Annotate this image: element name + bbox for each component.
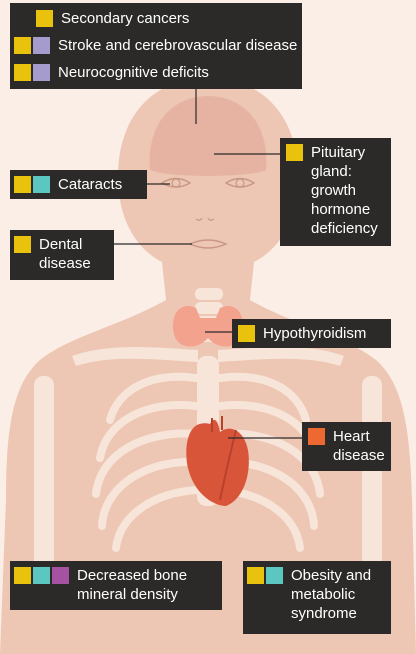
label-text: Obesity and metabolic syndrome: [291, 566, 371, 623]
lavender-square-icon: [33, 37, 50, 54]
label-text: Pituitary gland: growth hormone deficien…: [311, 143, 378, 238]
label-text: Dental disease: [39, 235, 91, 273]
label-text: Neurocognitive deficits: [58, 63, 209, 82]
label-text: Stroke and cerebrovascular disease: [58, 36, 297, 55]
label-secondary-cancers: Secondary cancers: [36, 5, 302, 32]
gold-square-icon: [238, 325, 255, 342]
label-dental: Dental disease: [10, 230, 114, 280]
gold-square-icon: [14, 567, 31, 584]
label-heart: Heart disease: [302, 422, 391, 471]
label-hypothyroidism: Hypothyroidism: [232, 319, 391, 348]
gold-square-icon: [14, 176, 31, 193]
gold-square-icon: [286, 144, 303, 161]
gold-square-icon: [36, 10, 53, 27]
label-pituitary: Pituitary gland: growth hormone deficien…: [280, 138, 391, 246]
gold-square-icon: [247, 567, 264, 584]
label-bone: Decreased bone mineral density: [10, 561, 222, 610]
gold-square-icon: [14, 236, 31, 253]
label-obesity: Obesity and metabolic syndrome: [243, 561, 391, 634]
teal-square-icon: [266, 567, 283, 584]
label-text: Decreased bone mineral density: [77, 566, 187, 604]
label-stroke: Stroke and cerebrovascular disease: [14, 32, 302, 59]
label-text: Cataracts: [58, 175, 122, 194]
teal-square-icon: [33, 176, 50, 193]
label-text: Hypothyroidism: [263, 324, 366, 343]
label-group-brain: Secondary cancers Stroke and cerebrovasc…: [10, 3, 302, 89]
orange-square-icon: [308, 428, 325, 445]
label-text: Secondary cancers: [61, 9, 189, 28]
gold-square-icon: [14, 64, 31, 81]
label-cataracts: Cataracts: [10, 170, 147, 199]
label-text: Heart disease: [333, 427, 385, 465]
purple-square-icon: [52, 567, 69, 584]
lavender-square-icon: [33, 64, 50, 81]
gold-square-icon: [14, 37, 31, 54]
teal-square-icon: [33, 567, 50, 584]
label-neurocognitive: Neurocognitive deficits: [14, 59, 302, 86]
